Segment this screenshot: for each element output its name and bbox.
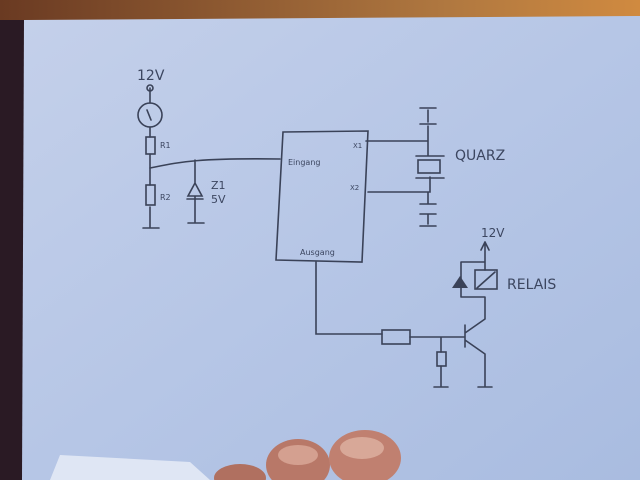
base-resistor — [381, 329, 411, 345]
paper-fold — [50, 455, 210, 480]
left-divider-network: 12V R1 R2 Z1 5V — [137, 68, 281, 229]
label-z1: Z1 — [211, 179, 226, 192]
fingers — [214, 430, 401, 480]
label-12v-top: 12V — [137, 68, 165, 84]
resistor-r1 — [145, 136, 156, 155]
label-relais: RELAIS — [507, 277, 556, 293]
label-x2: X2 — [350, 184, 359, 192]
label-z1-voltage: 5V — [211, 193, 226, 206]
ic-block: Eingang X1 X2 Ausgang — [275, 130, 369, 263]
label-quarz: QUARZ — [455, 148, 505, 164]
relay-coil — [474, 269, 498, 290]
label-r1: R1 — [160, 141, 171, 150]
pulldown-resistor — [436, 351, 447, 367]
flyback-diode — [452, 276, 468, 288]
relay-driver: 12V RELAIS — [315, 226, 556, 388]
label-x1: X1 — [353, 142, 362, 150]
crystal-symbol — [417, 159, 441, 174]
label-ausgang: Ausgang — [300, 248, 335, 257]
label-eingang: Eingang — [288, 158, 320, 167]
crystal-network: QUARZ — [365, 107, 505, 227]
label-12v-relay: 12V — [481, 226, 505, 240]
label-r2: R2 — [160, 193, 171, 202]
